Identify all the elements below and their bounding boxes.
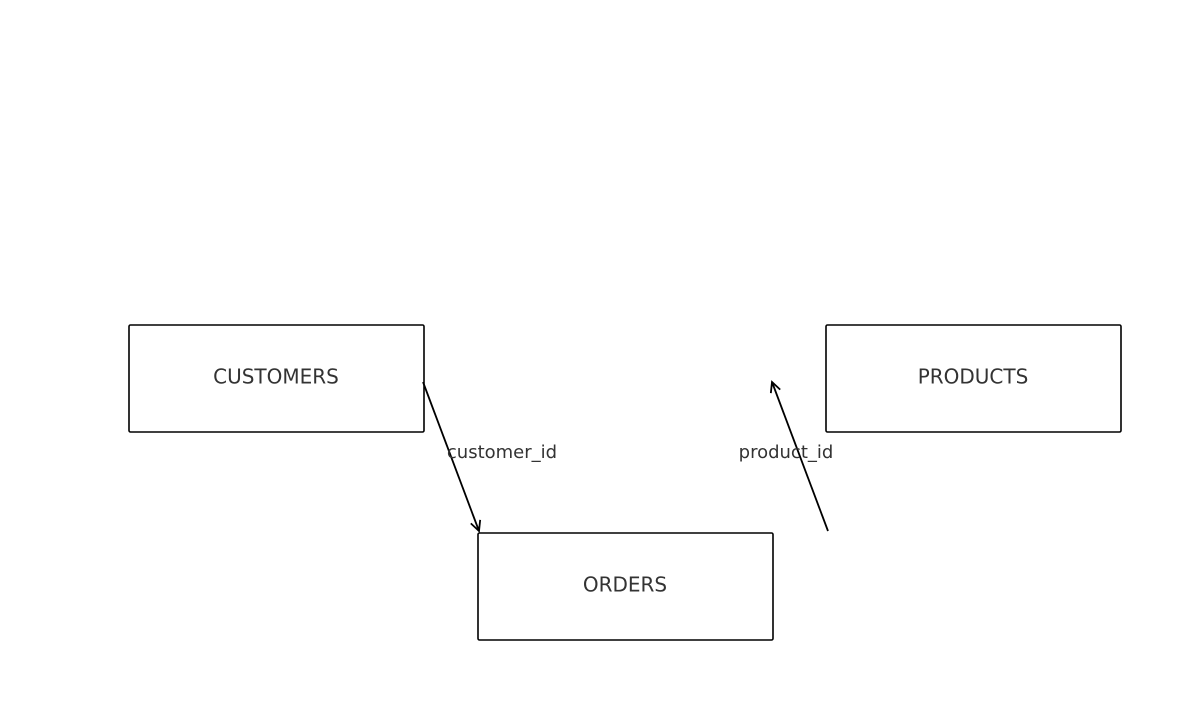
entity-products[interactable]: PRODUCTS	[825, 324, 1122, 433]
relationship-orders-products-label: product_id	[739, 442, 834, 463]
entity-orders-label: ORDERS	[583, 573, 667, 597]
entity-products-box	[825, 324, 1122, 433]
entity-orders-box	[477, 532, 774, 641]
entity-customers-box	[128, 324, 425, 433]
relationship-orders-products-arrow	[772, 382, 829, 532]
relationship-customers-orders-label: customer_id	[447, 442, 557, 463]
entity-customers[interactable]: CUSTOMERS	[128, 324, 425, 433]
relationship-customers-orders-arrow	[422, 381, 479, 531]
relationship-orders-products[interactable]: product_id	[739, 382, 834, 532]
entity-orders[interactable]: ORDERS	[477, 532, 774, 641]
entity-customers-label: CUSTOMERS	[213, 365, 339, 389]
entity-products-label: PRODUCTS	[918, 365, 1029, 389]
relationship-customers-orders[interactable]: customer_id	[422, 381, 557, 531]
